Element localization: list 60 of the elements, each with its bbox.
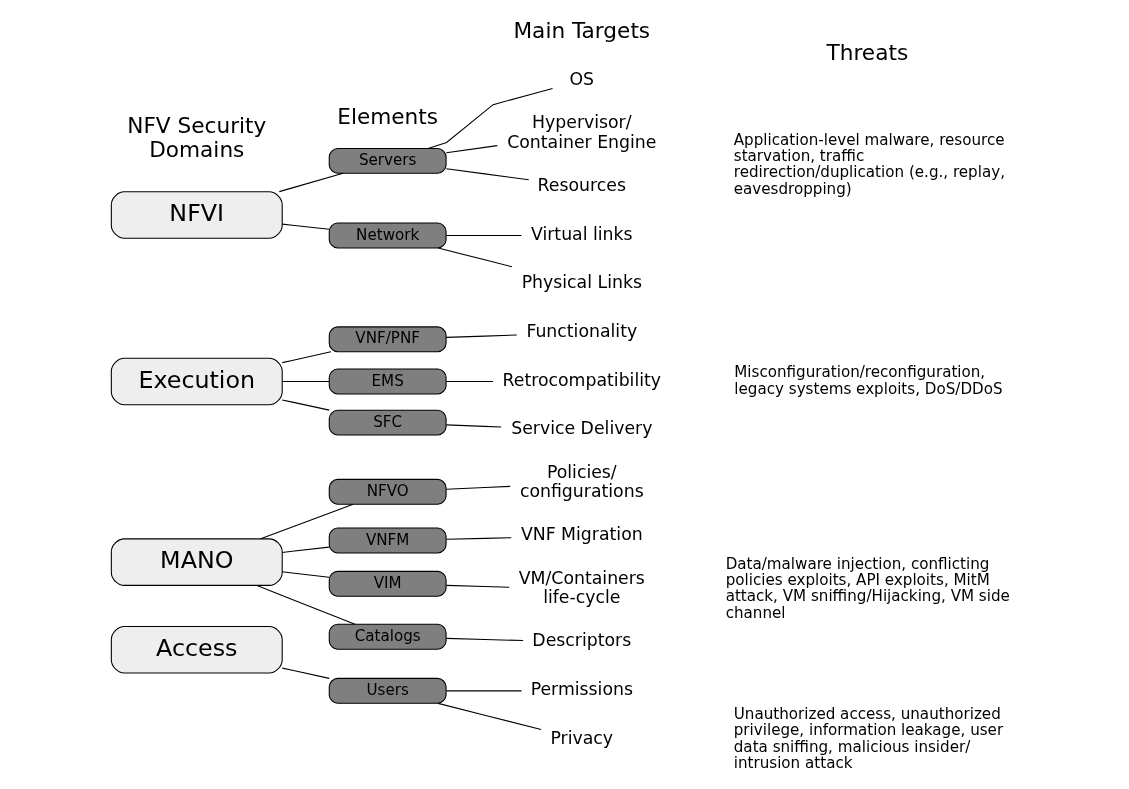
node-box: EMS [328, 368, 447, 395]
node-text: Functionality [526, 320, 638, 341]
node-text: Hypervisor/ Container Engine [507, 112, 657, 152]
label: Threats [826, 40, 909, 66]
node-text: VM/Containers life-cycle [518, 567, 645, 608]
connector [445, 424, 502, 428]
node-box: SFC [328, 409, 447, 436]
node-text: Privacy [550, 727, 614, 748]
label: NFV Security Domains [127, 112, 267, 162]
connector [445, 145, 498, 154]
node-text: Resources [537, 174, 626, 195]
connector [445, 168, 530, 181]
connector [445, 334, 518, 338]
connector [445, 637, 524, 642]
node-text: Physical Links [521, 272, 642, 293]
label: Elements [337, 104, 439, 130]
connector [445, 690, 523, 692]
node-box: NFVO [328, 478, 447, 505]
node-text: Service Delivery [511, 418, 653, 439]
connector [437, 702, 542, 730]
label: Misconfiguration/reconfiguration, legacy systems exploits, DoS/DDoS [734, 363, 1003, 398]
connector [281, 571, 330, 578]
node-text: Permissions [530, 678, 633, 699]
connector [281, 546, 330, 553]
connector [445, 485, 511, 490]
connector [281, 351, 332, 364]
node-box: Execution [110, 357, 283, 406]
connector [281, 399, 330, 411]
connector [281, 223, 330, 230]
node-box: MANO [110, 538, 283, 586]
node-text: Policies/ configurations [519, 461, 644, 502]
connector [260, 503, 354, 540]
node-text: VNF Migration [520, 524, 643, 545]
connector [256, 585, 356, 625]
label: Unauthorized access, unauthorized privilege, information leakage, user data sniffing, malicious insider/ intrusion attack [733, 705, 1004, 772]
node-box: Catalogs [328, 623, 447, 650]
connector [437, 247, 513, 268]
connector [445, 584, 510, 588]
node-text: OS [569, 68, 595, 89]
connector [281, 667, 330, 679]
label: Data/malware injection, conflicting policies exploits, API exploits, MitM attack, VM sniffing/Hijacking, VM side channel [725, 554, 1010, 622]
connector [445, 537, 512, 540]
node-text: Virtual links [530, 223, 633, 244]
node-box: VIM [328, 570, 447, 597]
node-box: Access [110, 625, 283, 674]
connector [427, 87, 554, 149]
node-box: VNF/PNF [328, 326, 447, 353]
node-text: Descriptors [532, 630, 632, 651]
connector [445, 380, 494, 383]
node-text: Retrocompatibility [502, 369, 662, 390]
connector [281, 380, 330, 383]
node-box: Servers [328, 147, 447, 174]
connector [278, 172, 344, 193]
node-box: Users [328, 677, 447, 704]
node-box: Network [328, 222, 447, 249]
label: Application-level malware, resource starvation, traffic redirection/duplication (e.g., replay, eavesdropping) [733, 130, 1005, 198]
node-box: VNFM [328, 527, 447, 554]
node-box: NFVI [110, 191, 283, 239]
label: Main Targets [513, 17, 651, 43]
connector [445, 234, 523, 237]
